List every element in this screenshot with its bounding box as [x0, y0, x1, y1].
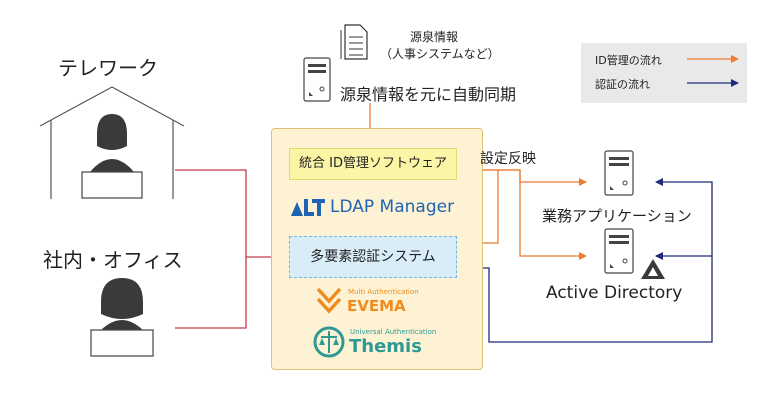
source-detail: （人事システムなど） — [380, 47, 500, 61]
legend-lines — [687, 55, 739, 87]
id-management-label: 統合 ID管理ソフトウェア — [299, 156, 447, 171]
id-flow-ad — [455, 169, 587, 260]
ldap-manager-brand: LDAP Manager — [330, 197, 455, 217]
legend-label-id: ID管理の流れ — [595, 54, 662, 67]
mfa-label: 多要素認証システム — [310, 249, 436, 265]
evema-brand: EVEMA — [347, 297, 406, 315]
auth-flow — [455, 178, 713, 343]
source-title: 源泉情報 — [410, 30, 459, 44]
themis-subtitle: Universal Authentication — [350, 328, 437, 336]
office-user-icon — [90, 278, 154, 357]
mfa-box: 多要素認証システム — [289, 236, 457, 278]
telework-line — [175, 169, 286, 261]
business-apps-label: 業務アプリケーション — [542, 207, 692, 225]
ad-server-icon — [604, 228, 634, 274]
active-directory-icon — [641, 259, 665, 279]
themis-brand: Themis — [349, 336, 422, 357]
active-directory-label: Active Directory — [546, 283, 683, 303]
house-icon — [39, 86, 185, 199]
legend-label-auth: 認証の流れ — [595, 78, 650, 91]
legend: ID管理の流れ 認証の流れ — [581, 43, 747, 103]
themis-logo-icon — [313, 326, 345, 358]
source-server-icon — [303, 57, 331, 102]
evema-logo-icon — [316, 287, 342, 314]
document-icon — [340, 24, 368, 60]
reflect-label: 設定反映 — [480, 151, 536, 167]
sync-label: 源泉情報を元に自動同期 — [340, 85, 517, 104]
evema-subtitle: Multi Authentication — [348, 288, 419, 296]
office-label: 社内・オフィス — [43, 248, 183, 272]
id-management-box: 統合 ID管理ソフトウェア — [289, 148, 457, 180]
ldap-logo-icon — [291, 199, 325, 216]
app-server-icon — [604, 150, 634, 196]
office-line — [175, 257, 247, 329]
telework-label: テレワーク — [58, 56, 158, 80]
